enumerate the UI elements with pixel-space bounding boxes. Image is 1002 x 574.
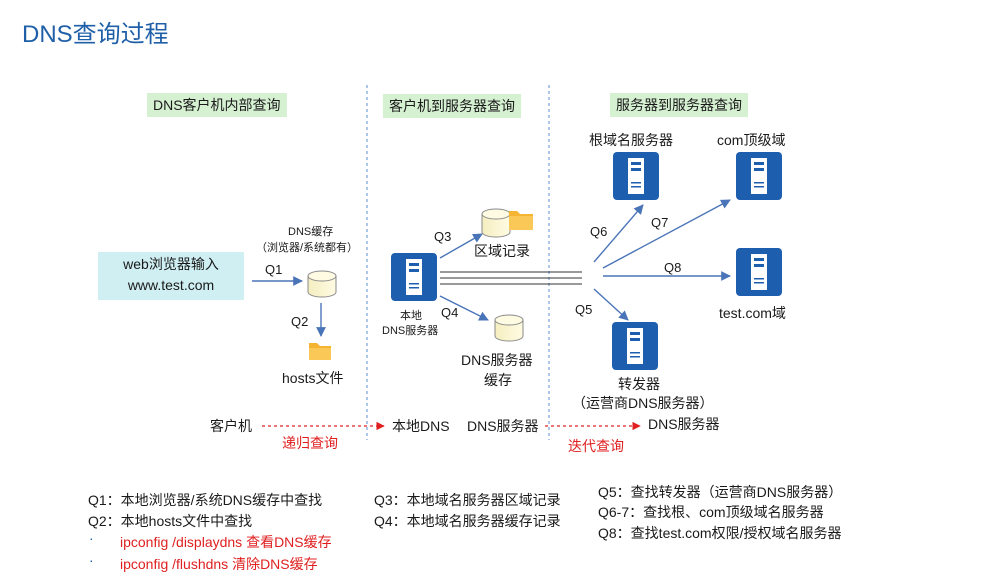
- legend-bullet-1: ·: [89, 530, 94, 546]
- flow-client-label: 客户机: [210, 418, 252, 434]
- browser-input-box: web浏览器输入 www.test.com: [98, 252, 244, 300]
- forwarder-label-line2: （运营商DNS服务器）: [572, 395, 714, 411]
- section-client-internal: DNS客户机内部查询: [147, 93, 287, 117]
- browser-label-line1: web浏览器输入: [123, 256, 219, 272]
- edge-label-q5: Q5: [575, 302, 593, 317]
- section-server-to-server: 服务器到服务器查询: [610, 93, 748, 117]
- zone-folder-icon: [509, 211, 533, 230]
- local-dns-server-icon: [391, 253, 437, 301]
- legend-q8: Q8：查找test.com权限/授权域名服务器: [598, 525, 842, 541]
- legend-q5: Q5：查找转发器（运营商DNS服务器）: [598, 484, 843, 500]
- dns-cache-database-icon: [307, 270, 337, 298]
- edge-label-q3: Q3: [434, 229, 452, 244]
- arrow-q3: [439, 233, 483, 259]
- edge-label-q7: Q7: [651, 215, 669, 230]
- legend-q3: Q3：本地域名服务器区域记录: [374, 492, 561, 508]
- forwarder-label-line1: 转发器: [618, 376, 660, 392]
- hosts-folder-icon: [309, 343, 331, 360]
- test-domain-label: test.com域: [719, 305, 786, 321]
- com-tld-label: com顶级域: [717, 132, 786, 148]
- flow-recursive-label: 递归查询: [282, 435, 338, 451]
- legend-bullet-2: ·: [89, 552, 94, 568]
- legend-cmd-displaydns: ipconfig /displaydns 查看DNS缓存: [120, 534, 332, 550]
- zone-record-label: 区域记录: [474, 243, 530, 259]
- zone-record-database-icon: [481, 208, 511, 238]
- legend-q4: Q4：本地域名服务器缓存记录: [374, 513, 561, 529]
- page-title: DNS查询过程: [22, 21, 169, 48]
- edge-label-q1: Q1: [265, 262, 283, 277]
- legend-q1: Q1：本地浏览器/系统DNS缓存中查找: [88, 492, 323, 508]
- forwarder-server-icon: [612, 322, 658, 370]
- root-server-label: 根域名服务器: [589, 132, 673, 148]
- browser-label-line2: www.test.com: [127, 277, 215, 293]
- dns-cache-subtitle: （浏览器/系统都有）: [256, 242, 359, 254]
- edge-label-q8: Q8: [664, 260, 682, 275]
- com-tld-server-icon: [736, 152, 782, 200]
- server-cache-database-icon: [494, 314, 524, 342]
- section-client-to-server: 客户机到服务器查询: [383, 94, 521, 118]
- arrow-q6: [593, 204, 644, 263]
- root-server-icon: [613, 152, 659, 200]
- flow-dns-server-b-label: DNS服务器: [648, 416, 720, 432]
- server-cache-label-line2: 缓存: [484, 372, 512, 388]
- local-dns-label-line1: 本地: [400, 310, 422, 322]
- server-cache-label-line1: DNS服务器: [461, 352, 533, 368]
- local-dns-label-line2: DNS服务器: [382, 325, 439, 337]
- flow-dns-server-a-label: DNS服务器: [467, 418, 539, 434]
- arrow-q5: [593, 288, 629, 321]
- arrow-q7: [602, 199, 731, 269]
- flow-local-dns-label: 本地DNS: [392, 418, 450, 434]
- dns-cache-title: DNS缓存: [288, 226, 334, 238]
- hosts-file-label: hosts文件: [282, 370, 344, 386]
- arrow-q4: [439, 295, 489, 321]
- edge-label-q2: Q2: [291, 314, 309, 329]
- flow-iterative-label: 迭代查询: [568, 438, 624, 454]
- legend-q2: Q2：本地hosts文件中查找: [88, 513, 253, 529]
- legend-cmd-flushdns: ipconfig /flushdns 清除DNS缓存: [120, 556, 318, 572]
- edge-label-q6: Q6: [590, 224, 608, 239]
- legend-q6-7: Q6-7：查找根、com顶级域名服务器: [598, 504, 824, 520]
- test-domain-server-icon: [736, 248, 782, 296]
- edge-label-q4: Q4: [441, 305, 459, 320]
